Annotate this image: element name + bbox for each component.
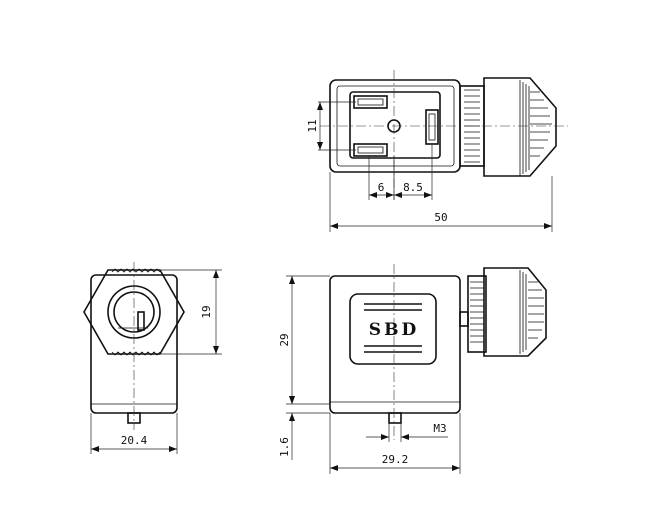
front-screw-tip: [388, 412, 402, 424]
side-view: 19 20.4: [83, 262, 222, 454]
top-pin-ground: [425, 109, 439, 145]
dim-width-29-2-label: 29.2: [382, 453, 409, 466]
dim-thread-m3-label: M3: [433, 422, 446, 435]
front-cable-gland: [467, 275, 487, 353]
dim-offset-6-label: 6: [378, 181, 385, 194]
logo-text: SBD: [369, 320, 419, 340]
top-view-pin-plate: [349, 91, 441, 159]
dim-offset-8-5-label: 8.5: [403, 181, 423, 194]
dim-height-19-label: 19: [200, 305, 213, 318]
front-knurled-nut: [483, 267, 547, 357]
dim-screw-1-6-label: 1.6: [278, 437, 291, 457]
top-pin-upper: [353, 95, 388, 109]
logo-badge: [349, 293, 437, 365]
dim-length-50-label: 50: [434, 211, 447, 224]
top-pin-lower: [353, 143, 388, 157]
top-knurled-nut: [483, 77, 557, 177]
front-view: SBD 29 1.6 M3 29.2: [278, 264, 547, 474]
dim-pin-gap-label: 11: [306, 119, 319, 132]
dim-height-29-label: 29: [278, 333, 291, 346]
top-view: 11 6 8.5 50: [306, 70, 568, 232]
dim-width-20-4-label: 20.4: [121, 434, 148, 447]
